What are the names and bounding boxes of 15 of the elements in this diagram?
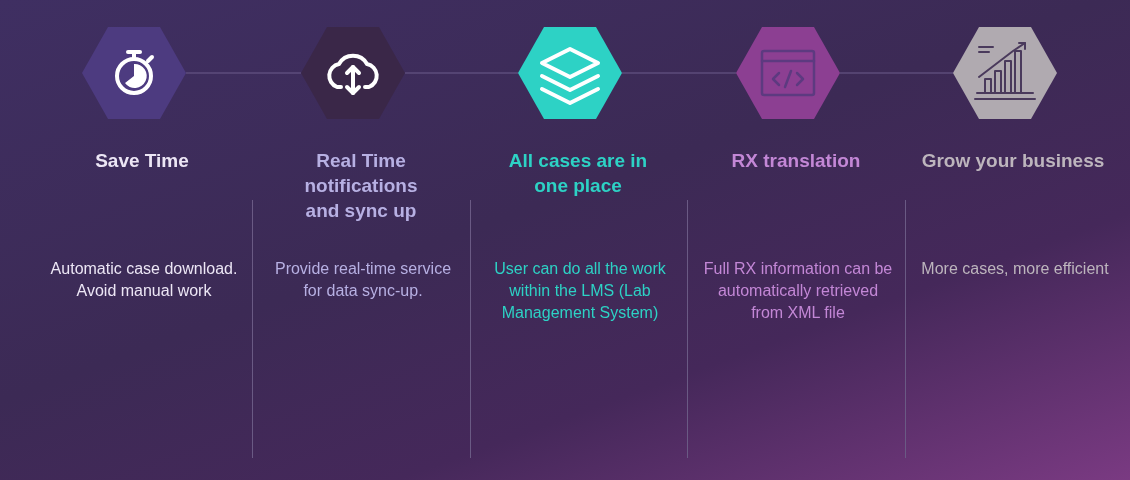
feature-title: Real Time notifications and sync up — [303, 149, 419, 223]
hexagon-tile — [82, 27, 186, 119]
hexagon-tile — [518, 27, 622, 119]
feature-description: Full RX information can be automatically retrieved from XML file — [702, 259, 894, 323]
feature-title: Grow your business — [920, 149, 1106, 173]
feature-description: Automatic case download. Avoid manual work — [49, 259, 239, 301]
feature-title: Save Time — [94, 149, 190, 173]
feature-title: RX translation — [730, 149, 862, 173]
feature-description: More cases, more efficient — [920, 259, 1110, 279]
hexagon-tile — [301, 27, 405, 119]
feature-description: User can do all the work within the LMS (Lab Management System) — [493, 259, 667, 323]
feature-title: All cases are in one place — [508, 149, 648, 198]
feature-description: Provide real-time service for data sync-up. — [273, 259, 453, 301]
hexagon-tile — [953, 27, 1057, 119]
hexagon-tile — [736, 27, 840, 119]
